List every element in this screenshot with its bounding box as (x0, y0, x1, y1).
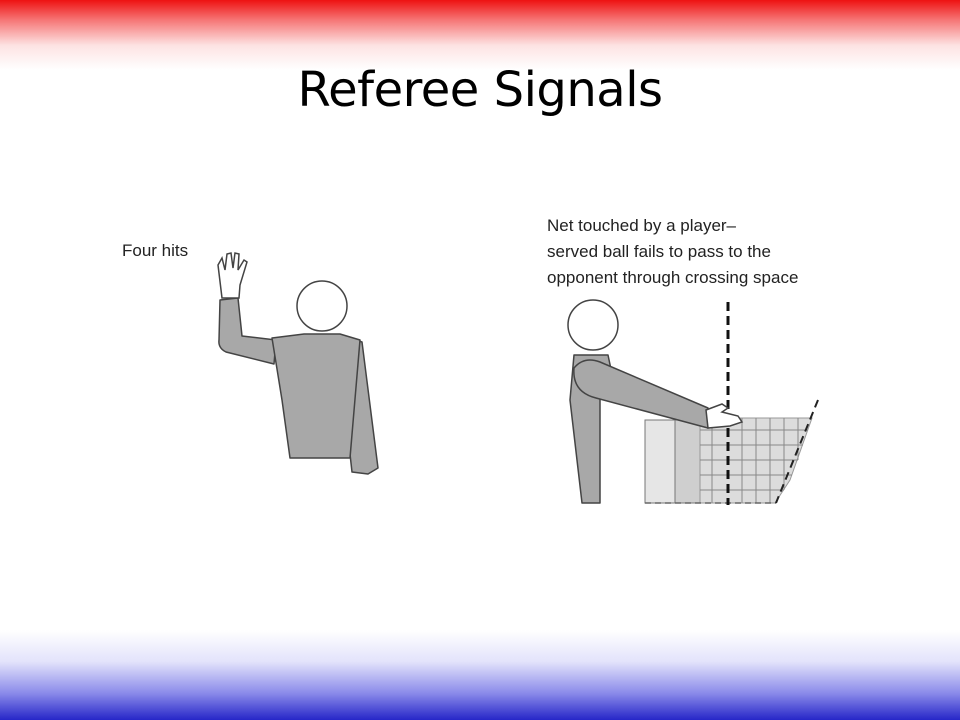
caption-line: opponent through crossing space (547, 268, 799, 287)
net-post-shading (644, 419, 676, 504)
raised-arm (218, 297, 277, 365)
bottom-gradient-band (0, 630, 960, 720)
head (296, 280, 348, 332)
antenna-dashed-line (775, 399, 819, 504)
hand-touching-net-icon (705, 403, 744, 429)
net-touched-caption: Net touched by a player– served ball fai… (547, 213, 798, 291)
four-hits-caption: Four hits (122, 241, 189, 260)
hand-four-fingers-icon (217, 252, 248, 299)
torso (271, 333, 361, 459)
net-panel (674, 419, 701, 504)
head (567, 299, 619, 351)
caption-line: served ball fails to pass to the (547, 242, 771, 261)
top-gradient-band (0, 0, 960, 70)
slide-title: Referee Signals (297, 62, 663, 118)
caption-line: Net touched by a player– (547, 216, 737, 235)
